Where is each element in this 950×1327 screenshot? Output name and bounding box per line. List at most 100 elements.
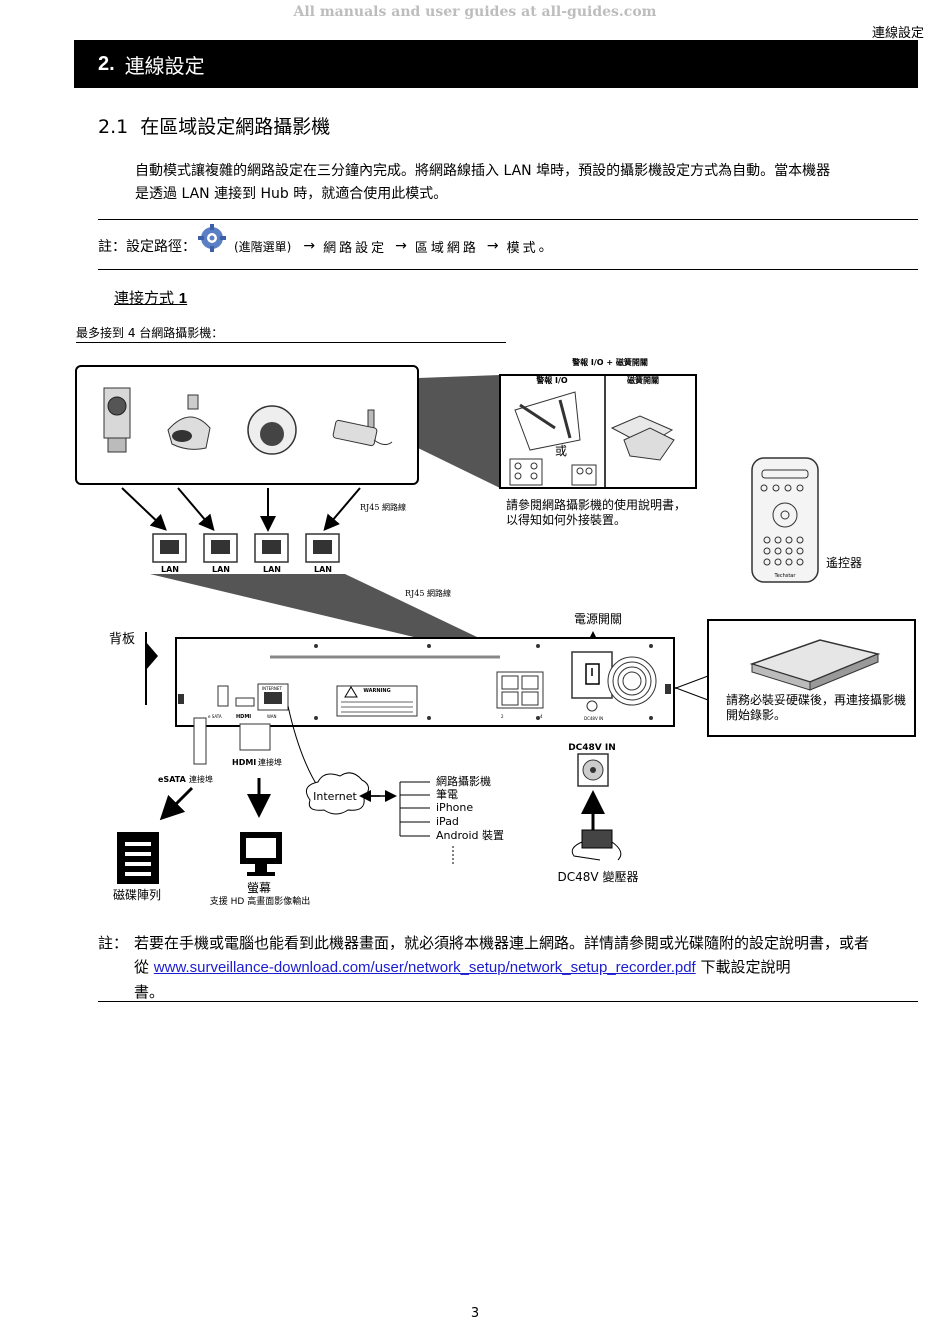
internet-cloud-icon	[305, 772, 369, 815]
camera-box-icon	[103, 387, 131, 453]
camera-to-lan-arrows	[121, 487, 361, 532]
device-android: Android 裝置	[436, 829, 504, 842]
bottom-note-line-1: 若要在手機或電腦也能看到此機器畫面，就必須將本機器連上網路。詳情請參閱或光碟隨附…	[134, 934, 870, 952]
bullet-camera-icon	[332, 409, 393, 447]
method-label: 連接方式	[114, 289, 175, 307]
hard-disk-icon	[749, 639, 881, 691]
remote-brand: Techstar	[774, 573, 797, 579]
reed-switch-icon	[610, 415, 675, 461]
panel-port-4: 4	[540, 714, 543, 719]
monitor-label: 螢幕	[247, 881, 271, 895]
hdd-note-line-1: 請務必裝妥硬碟後，再連接攝影機	[726, 692, 906, 707]
hdmi-label: HDMI	[232, 758, 256, 767]
note-arrow-3: →	[486, 238, 499, 254]
device-ip-camera: 網路攝影機	[436, 774, 491, 788]
hdmi-port-label: 連接埠	[258, 757, 282, 767]
note-end: 。	[538, 239, 553, 255]
bottom-note-line-3: 書。	[134, 983, 165, 1001]
device-ipad: iPad	[436, 815, 459, 828]
ref-note-line-1: 請參閱網路攝影機的使用說明書，	[506, 497, 686, 512]
disk-array-label: 磁碟陣列	[113, 887, 161, 902]
lan-bundle-wedge	[150, 574, 500, 648]
connection-method-heading: 連接方式 1	[114, 287, 187, 308]
section-number: 2.	[98, 52, 115, 75]
power-switch-label: 電源開關	[574, 612, 622, 626]
subsection-number: 2.1	[98, 116, 129, 138]
alarm-title: 警報 I/O + 磁簧開關	[571, 357, 648, 367]
note-prefix: 註：設定路徑：	[98, 239, 196, 255]
note-step-lan: 區域網路	[414, 240, 479, 256]
esata-label: eSATA	[158, 775, 187, 784]
bottom-note-label: 註：	[98, 934, 129, 952]
panel-port-2: 2	[501, 714, 504, 719]
bottom-note: 註： 若要在手機或電腦也能看到此機器畫面，就必須將本機器連上網路。詳情請參閱或光…	[98, 931, 918, 1004]
hdd-note-line-2: 開始錄影。	[726, 707, 786, 722]
camera-group-box	[75, 365, 419, 485]
remote-control-icon: Techstar	[751, 457, 819, 583]
ptz-camera-icon	[167, 394, 211, 450]
page-number: 3	[470, 1306, 480, 1321]
method-number: 1	[178, 290, 188, 307]
download-link[interactable]: www.surveillance-download.com/user/netwo…	[153, 959, 696, 976]
callout-wedge	[418, 375, 500, 488]
device-laptop: 筆電	[436, 787, 458, 801]
gear-icon	[198, 224, 226, 252]
panel-esata-label: e SATA	[208, 714, 222, 719]
lan-label-2: LAN	[212, 565, 230, 574]
dc-jack-icon	[577, 753, 609, 787]
back-panel-label: 背板	[109, 632, 135, 647]
device-tree	[399, 781, 454, 866]
hdmi-cable-icon	[239, 723, 271, 751]
reed-switch-label: 磁簧開關	[627, 375, 659, 385]
terminal-block-icon	[509, 458, 597, 486]
panel-wan-label: WAN	[267, 714, 276, 719]
note-step-mode: 模式	[506, 240, 539, 256]
device-iphone: iPhone	[436, 801, 473, 814]
alarm-io-label: 警報 I/O	[535, 375, 568, 385]
note-step-advanced-menu: (進階選單)	[234, 239, 292, 254]
monitor-sub-label: 支援 HD 高畫面影像輸出	[210, 895, 310, 907]
note-arrow-1: →	[303, 238, 316, 254]
remote-label: 遙控器	[826, 556, 862, 570]
dc-in-label: DC48V IN	[568, 743, 616, 753]
dvr-back-panel: e SATA HDMI INTERNET WAN WARNING 2 4 DC4…	[175, 637, 675, 727]
adapter-label: DC48V 變壓器	[558, 869, 639, 884]
lan-label-3: LAN	[263, 565, 281, 574]
rj45-label-top: RJ45 網路線	[360, 502, 406, 512]
ref-note-line-2: 以得知如何外接裝置。	[506, 512, 626, 527]
monitor-icon	[240, 832, 282, 876]
divider	[98, 269, 918, 270]
max-cameras-caption: 最多接到 4 台網路攝影機：	[76, 326, 224, 340]
panel-hdmi-label: HDMI	[236, 714, 251, 720]
or-label: 或	[555, 444, 567, 458]
subsection-title: 2.1 在區域設定網路攝影機	[98, 112, 330, 139]
note-arrow-2: →	[395, 238, 407, 254]
lan-label-4: LAN	[314, 565, 332, 574]
running-header: 連線設定	[871, 26, 924, 41]
bottom-note-line-2: 從 www.surveillance-download.com/user/net…	[134, 958, 791, 976]
subsection-text: 在區域設定網路攝影機	[140, 116, 331, 138]
intro-line-2: 是透過 LAN 連接到 Hub 時，就適合使用此模式。	[135, 186, 448, 202]
esata-cable-icon	[193, 717, 207, 765]
note-step-network: 網路設定	[323, 240, 388, 256]
internet-label: Internet	[313, 790, 357, 803]
caption-underline	[76, 342, 506, 343]
power-adapter-icon	[571, 829, 622, 861]
lan-port-icons	[152, 533, 340, 563]
watermark: All manuals and user guides at all-guide…	[293, 4, 657, 20]
section-title: 連線設定	[124, 53, 205, 78]
panel-internet-label: INTERNET	[262, 686, 282, 691]
intro-line-1: 自動模式讓複雜的網路設定在三分鐘內完成。將網路線插入 LAN 埠時，預設的攝影機…	[135, 163, 831, 179]
intro-paragraph: 自動模式讓複雜的網路設定在三分鐘內完成。將網路線插入 LAN 埠時，預設的攝影機…	[135, 160, 920, 206]
dome-camera-icon	[247, 405, 297, 455]
rj45-label-bottom: RJ45 網路線	[405, 588, 451, 598]
alarm-cable-icon	[514, 391, 581, 451]
esata-port-label: 連接埠	[189, 774, 213, 784]
divider-bottom	[98, 1001, 918, 1002]
setting-path-note: 註：設定路徑： (進階選單) → 網路設定 → 區域網路 → 模式 。	[98, 224, 553, 256]
panel-dcin-label: DC48V IN	[584, 716, 603, 721]
section-title-bar: 2. 連線設定	[74, 40, 918, 88]
lan-label-1: LAN	[161, 565, 179, 574]
panel-warning-label: WARNING	[363, 688, 390, 694]
